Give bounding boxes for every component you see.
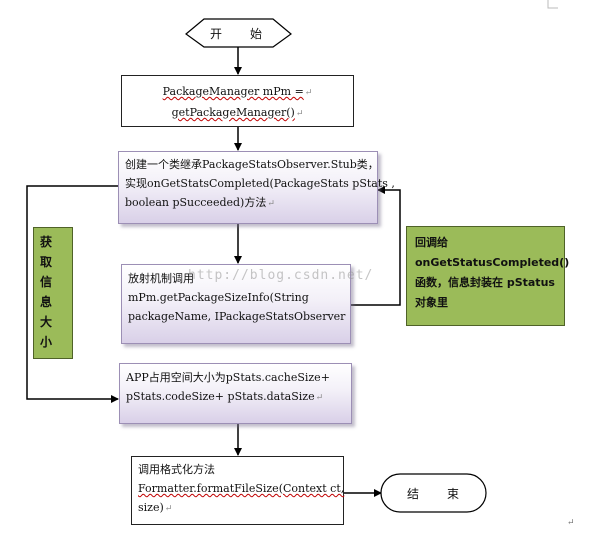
- get-package-manager-step: PackageManager mPm =↵ getPackageManager(…: [121, 75, 354, 127]
- get-pm-line-2: getPackageManager()↵: [171, 106, 304, 119]
- paragraph-mark: ↵: [567, 518, 575, 528]
- end-label: 结 束: [406, 487, 467, 501]
- reflect-line-2: mPm.getPackageSizeInfo(String: [128, 291, 309, 304]
- get-pm-line-1: PackageManager mPm =↵: [162, 85, 313, 98]
- get-info-char: 大: [40, 315, 53, 329]
- create-observer-class-step: 创建一个类继承PackageStatsObserver.Stub类， 实现onG…: [118, 151, 395, 224]
- start-label: 开 始: [209, 27, 270, 41]
- callback-line-2: onGetStatusCompleted(): [415, 256, 570, 269]
- app-size-line-2: pStats.codeSize+ pStats.dataSize↵: [126, 390, 324, 403]
- callback-line-1: 回调给: [415, 236, 448, 249]
- get-info-char: 息: [40, 295, 53, 309]
- create-line-1: 创建一个类继承PackageStatsObserver.Stub类，: [125, 158, 379, 171]
- reflect-invoke-step: 放射机制调用 mPm.getPackageSizeInfo(String pac…: [121, 264, 351, 344]
- create-line-3: boolean pSucceeded)方法↵: [125, 196, 275, 209]
- arrow-callback-loop: [351, 186, 401, 306]
- callback-line-4: 对象里: [415, 296, 448, 309]
- end-terminal-shape: [380, 473, 487, 513]
- reflect-line-3: packageName, IPackageStatsObserver: [128, 310, 346, 323]
- get-info-char: 小: [40, 335, 53, 349]
- arrow-get-info-loop: [26, 185, 120, 403]
- callback-line-3: 函数，信息封装在 pStatus: [415, 276, 555, 289]
- app-size-line-1: APP占用空间大小为pStats.cacheSize+: [126, 371, 330, 384]
- format-line-3: size)↵: [138, 501, 173, 514]
- start-terminal-shape: [185, 18, 292, 48]
- format-line-2: Formatter.formatFileSize(Context ct,: [138, 482, 345, 495]
- get-info-char: 获: [40, 235, 53, 249]
- get-info-size-note: 获 取 信 息 大 小: [33, 227, 73, 359]
- format-line-1: 调用格式化方法: [138, 463, 215, 476]
- reflect-line-1: 放射机制调用: [128, 272, 194, 285]
- get-info-char: 信: [40, 275, 53, 289]
- get-info-char: 取: [40, 255, 53, 269]
- callback-note: 回调给 onGetStatusCompleted() 函数，信息封装在 pSta…: [406, 226, 570, 326]
- crop-mark: [547, 0, 558, 9]
- format-size-step: 调用格式化方法 Formatter.formatFileSize(Context…: [131, 456, 344, 525]
- app-size-step: APP占用空间大小为pStats.cacheSize+ pStats.codeS…: [119, 363, 352, 424]
- create-line-2: 实现onGetStatsCompleted(PackageStats pStat…: [125, 177, 395, 190]
